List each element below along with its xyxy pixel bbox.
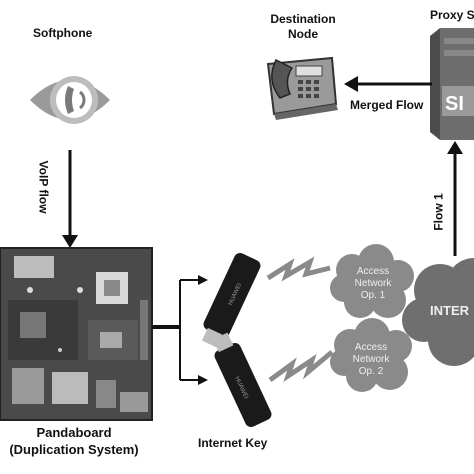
wireless-link-1 [266, 256, 331, 282]
access-network-op2-label: Access Network Op. 2 [346, 342, 396, 378]
internet-label: INTER [430, 303, 469, 318]
op1-line2: Network [354, 278, 392, 289]
pandaboard-label: Pandaboard (Duplication System) [0, 424, 148, 458]
proxy-server-label: Proxy S [430, 8, 474, 22]
destination-line2: Node [288, 27, 318, 41]
voip-flow-label: VoIP flow [36, 160, 51, 214]
op1-line1: Access [356, 266, 390, 277]
dongle-brand-2: HUAWEI [233, 376, 249, 400]
op2-line1: Access [354, 342, 388, 353]
access-network-op1-label: Access Network Op. 1 [348, 266, 398, 302]
destination-node-label: Destination Node [258, 12, 348, 42]
op2-line3: Op. 2 [358, 366, 384, 377]
op2-line2: Network [352, 354, 390, 365]
dongle-brand-1: HUAWEI [228, 282, 244, 306]
merged-flow-label: Merged Flow [350, 98, 424, 112]
destination-line1: Destination [270, 12, 336, 26]
internet-key-label: Internet Key [198, 436, 268, 450]
pandaboard-title: Pandaboard [36, 425, 112, 440]
op1-line3: Op. 1 [360, 290, 386, 301]
softphone-label: Softphone [33, 26, 93, 40]
pandaboard-subtitle: (Duplication System) [9, 442, 139, 457]
wireless-link-2 [268, 350, 334, 383]
flow1-label: Flow 1 [431, 193, 446, 231]
sip-logo-text: SI [445, 93, 464, 115]
